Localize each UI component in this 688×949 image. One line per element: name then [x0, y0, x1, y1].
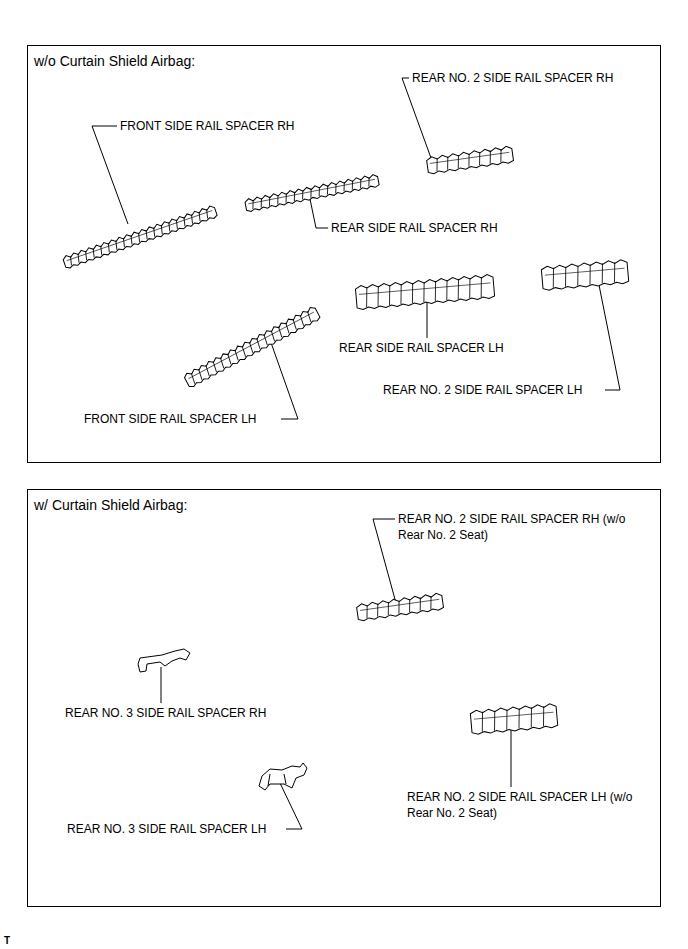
spacer-part — [356, 593, 444, 622]
spacer-part — [244, 174, 379, 213]
part-name: REAR SIDE RAIL SPACER LH — [339, 340, 504, 356]
leader-line — [161, 667, 162, 703]
part-name: REAR NO. 2 SIDE RAIL SPACER RH — [412, 70, 613, 86]
leader-line — [402, 78, 431, 158]
leader-line — [310, 199, 328, 228]
leader-line — [280, 783, 302, 829]
part-name: FRONT SIDE RAIL SPACER LH — [84, 411, 256, 427]
spacer-part — [62, 205, 218, 269]
leader-line — [599, 285, 620, 390]
panel-box: w/ Curtain Shield Airbag: — [27, 489, 661, 907]
panel-heading: w/o Curtain Shield Airbag: — [34, 53, 195, 69]
leader-line — [92, 126, 128, 224]
panel-heading: w/ Curtain Shield Airbag: — [34, 497, 187, 513]
part-name: REAR NO. 3 SIDE RAIL SPACER RH — [65, 705, 266, 721]
leader-line — [373, 519, 396, 603]
part-name: REAR NO. 2 SIDE RAIL SPACER LH (w/o Rear… — [407, 789, 643, 821]
leader-line — [269, 337, 298, 419]
part-name: REAR NO. 2 SIDE RAIL SPACER RH (w/o Rear… — [398, 511, 634, 543]
leader-line — [511, 729, 512, 787]
spacer-part — [470, 703, 558, 734]
spacer-part — [355, 274, 495, 310]
part-name: REAR NO. 3 SIDE RAIL SPACER LH — [67, 821, 266, 837]
figure-code: T — [4, 935, 10, 946]
spacer-part — [259, 763, 307, 790]
spacer-part — [183, 306, 321, 389]
spacer-part — [138, 649, 190, 672]
part-name: FRONT SIDE RAIL SPACER RH — [120, 118, 294, 134]
panel-box: w/o Curtain Shield Airbag: — [27, 45, 661, 463]
leader-line — [427, 301, 428, 338]
part-name: REAR NO. 2 SIDE RAIL SPACER LH — [383, 382, 582, 398]
spacer-part — [541, 259, 629, 290]
spacer-part — [426, 146, 514, 175]
part-name: REAR SIDE RAIL SPACER RH — [331, 220, 498, 236]
